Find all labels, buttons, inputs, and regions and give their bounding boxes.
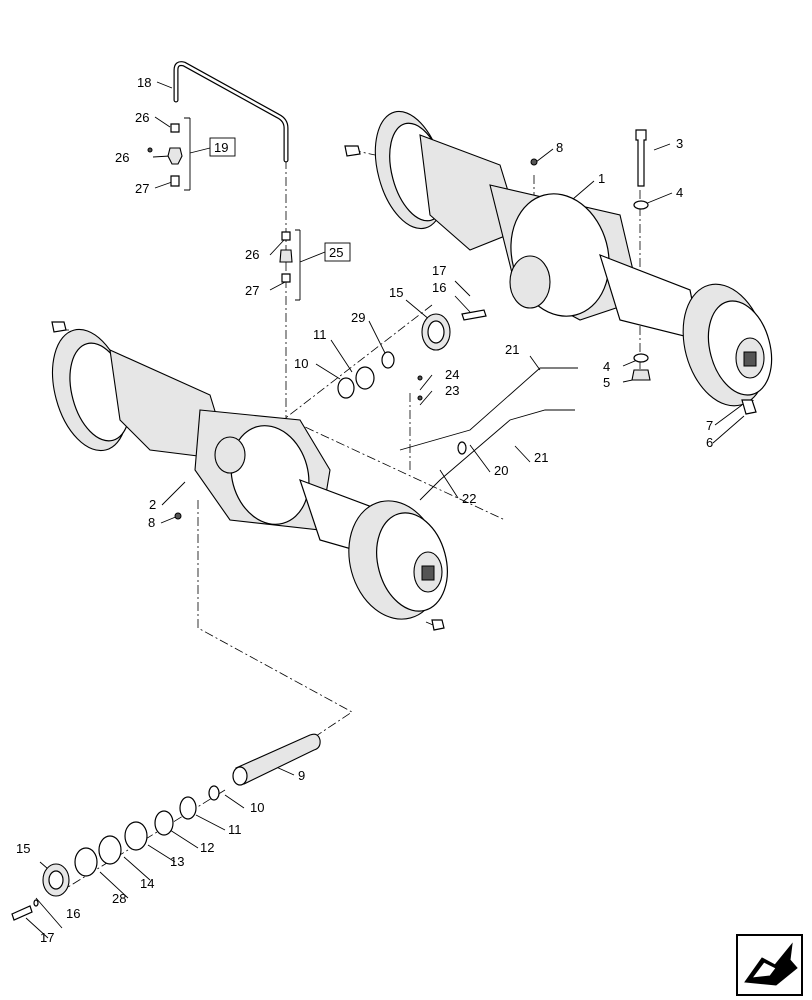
callout-16: 16 <box>432 280 446 295</box>
kit-box-19 <box>209 137 236 157</box>
callout-labels: 18 26 26 27 19 26 27 25 8 1 3 4 17 16 15… <box>16 75 713 945</box>
callout-11: 11 <box>313 327 327 342</box>
callout-16: 16 <box>66 906 80 921</box>
callout-3: 3 <box>676 136 683 151</box>
callout-21: 21 <box>534 450 548 465</box>
callout-23: 23 <box>445 383 459 398</box>
callout-13: 13 <box>170 854 184 869</box>
next-page-arrow-icon[interactable] <box>736 934 803 996</box>
callout-17: 17 <box>40 930 54 945</box>
callout-5: 5 <box>603 375 610 390</box>
callout-10: 10 <box>294 356 308 371</box>
fitting-group-19 <box>147 123 293 283</box>
callout-6: 6 <box>706 435 713 450</box>
callout-2: 2 <box>149 497 156 512</box>
callout-11: 11 <box>228 822 242 837</box>
callout-9: 9 <box>298 768 305 783</box>
kit-box-25 <box>324 242 351 262</box>
callout-17: 17 <box>432 263 446 278</box>
callout-26: 26 <box>135 110 149 125</box>
callout-26: 26 <box>115 150 129 165</box>
callout-4: 4 <box>603 359 610 374</box>
callout-15: 15 <box>389 285 403 300</box>
callout-12: 12 <box>200 840 214 855</box>
callout-14: 14 <box>140 876 154 891</box>
callout-20: 20 <box>494 463 508 478</box>
callout-29: 29 <box>351 310 365 325</box>
callout-4: 4 <box>676 185 683 200</box>
callout-21: 21 <box>505 342 519 357</box>
callout-19: 19 <box>214 140 228 155</box>
cover-group-upper <box>337 309 487 399</box>
brake-lines <box>399 367 578 501</box>
callout-26: 26 <box>245 247 259 262</box>
callout-25: 25 <box>329 245 343 260</box>
bolt-group-right <box>344 129 757 415</box>
callout-27: 27 <box>135 181 149 196</box>
callout-10: 10 <box>250 800 264 815</box>
callout-22: 22 <box>462 491 476 506</box>
tube-18 <box>173 61 289 163</box>
callout-7: 7 <box>706 418 713 433</box>
callout-8: 8 <box>556 140 563 155</box>
callout-24: 24 <box>445 367 459 382</box>
callout-18: 18 <box>137 75 151 90</box>
callout-28: 28 <box>112 891 126 906</box>
pin-assembly <box>11 733 321 921</box>
callout-8: 8 <box>148 515 155 530</box>
callout-15: 15 <box>16 841 30 856</box>
callout-1: 1 <box>598 171 605 186</box>
lower-left-axle <box>51 321 448 631</box>
callout-27: 27 <box>245 283 259 298</box>
upper-right-axle <box>374 110 773 407</box>
